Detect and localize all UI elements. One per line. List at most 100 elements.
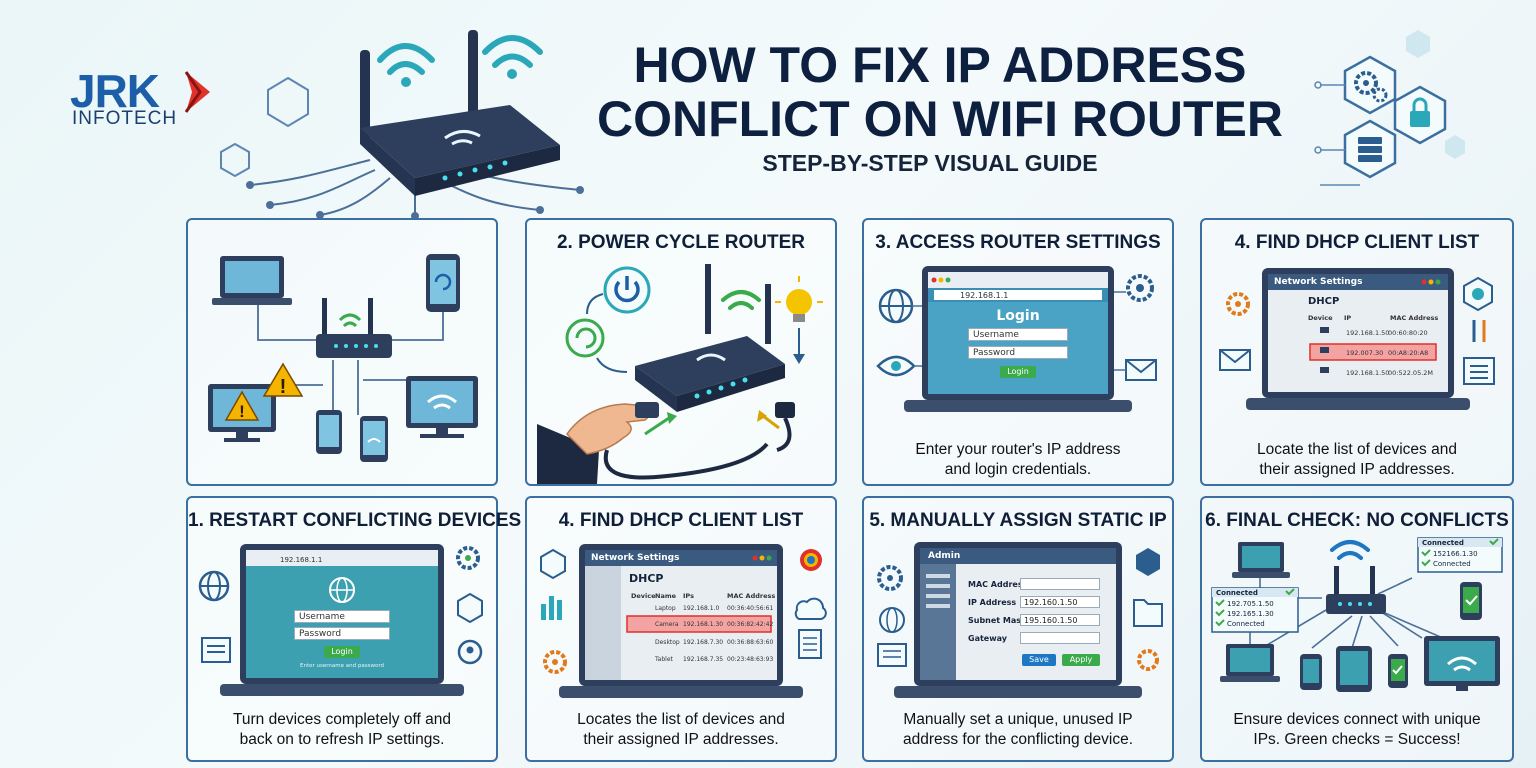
status-card-head: Connected: [1216, 589, 1258, 597]
panel-title: 1. RESTART CONFLICTING DEVICES: [188, 510, 522, 531]
gear-icon: [543, 650, 567, 674]
password-input[interactable]: Password: [294, 627, 390, 640]
hexagon-icon: [220, 142, 250, 178]
power-plug-icon: [775, 402, 795, 452]
panel-title: 4. FIND DHCP CLIENT LIST: [1234, 232, 1480, 253]
table-header: Name: [655, 592, 677, 600]
gateway-input[interactable]: [1020, 632, 1100, 644]
subnet-mask-input[interactable]: 195.160.1.50: [1020, 614, 1100, 626]
brand-chevron-icon: [184, 71, 210, 113]
tablet-icon: [1336, 646, 1372, 692]
hexagon-icon: [540, 548, 566, 580]
status-card-head: Connected: [1422, 539, 1464, 547]
mac-address-input[interactable]: [1020, 578, 1100, 590]
panel-dhcp-list-top: 4. FIND DHCP CLIENT LIST Network Setting…: [1200, 218, 1514, 486]
panel-title: 2. POWER CYCLE ROUTER: [556, 232, 806, 253]
table-cell-ip: 192.168.1.0: [683, 605, 720, 612]
refresh-icon: [565, 318, 605, 358]
apply-button[interactable]: Apply: [1062, 654, 1100, 666]
window-title: Admin: [928, 551, 961, 561]
gear-icon: [456, 546, 480, 570]
hexagon-icon: [1136, 548, 1160, 576]
router-icon: [1326, 566, 1386, 614]
lock-icon: [1410, 97, 1430, 127]
panel-restart-devices: 1. RESTART CONFLICTING DEVICES 192.168.1…: [186, 496, 522, 762]
laptop-icon: [1220, 644, 1280, 682]
panel-final-check: 6. FINAL CHECK: NO CONFLICTS Connected 1…: [1200, 496, 1514, 762]
ip-address-input[interactable]: 192.160.1.50: [1020, 596, 1100, 608]
status-card-status: Connected: [1227, 620, 1265, 628]
panel-dhcp-list-bottom: 4. FIND DHCP CLIENT LIST Network Setting…: [525, 496, 837, 762]
laptop-dhcp-illustration: [540, 544, 827, 698]
browser-icon: [1463, 276, 1493, 312]
login-button[interactable]: Login: [324, 646, 360, 658]
laptop-icon: [1320, 327, 1329, 373]
field-label: IP Address: [968, 598, 1017, 607]
hex-icon-cluster: [1314, 30, 1465, 186]
table-cell-name: Desktop: [655, 639, 680, 646]
wifi-icon: [721, 290, 761, 310]
laptop-dhcp-illustration: [1219, 268, 1495, 410]
panel-static-ip: 5. MANUALLY ASSIGN STATIC IP Admin MAC A…: [862, 496, 1174, 762]
table-cell-name: Laptop: [655, 605, 676, 612]
mail-icon: [1125, 359, 1157, 381]
panel-access-settings: 3. ACCESS ROUTER SETTINGS 192.168.1.1 Lo…: [862, 218, 1174, 486]
phone-icon: [1300, 654, 1322, 690]
brand-name: JRK: [70, 65, 160, 117]
table-cell-ip: 192.168.1.50: [1346, 329, 1390, 337]
table-cell-ip: 192.168.1.50: [1346, 369, 1390, 377]
status-card-status: Connected: [1433, 560, 1471, 568]
gear-icon: [1137, 649, 1159, 671]
username-input[interactable]: Username: [968, 328, 1068, 341]
table-header-mac: MAC Address: [1390, 314, 1439, 322]
login-hint: Enter username and password: [300, 663, 384, 669]
login-button[interactable]: Login: [1000, 366, 1036, 378]
globe-icon: [329, 577, 355, 603]
phone-icon: [360, 416, 388, 462]
cloud-icon: [794, 597, 827, 620]
panel-caption-line1: Locates the list of devices and: [577, 711, 785, 728]
gear-icon: [877, 565, 903, 591]
table-cell-mac: 00:60:80:20: [1388, 329, 1428, 337]
check-icon: [1215, 588, 1295, 627]
power-cycle-illustration: [537, 264, 823, 484]
browser-icon: [800, 549, 822, 571]
password-input[interactable]: Password: [968, 346, 1068, 359]
table-cell-mac: 00:36:40:56:61: [727, 605, 774, 612]
table-cell-ip: 192.168.7.30: [683, 639, 724, 646]
monitor-warning-icon: !: [208, 384, 276, 442]
hexagon-icon: [457, 592, 483, 624]
address-bar[interactable]: 192.168.1.1: [960, 291, 1009, 300]
folder-icon: [1133, 599, 1163, 627]
panel-caption-line1: Manually set a unique, unused IP: [903, 711, 1133, 728]
table-header: Device: [631, 592, 656, 600]
phone-check-icon: [1388, 654, 1408, 688]
lightbulb-icon: [775, 276, 823, 322]
field-label: MAC Address: [968, 580, 1028, 589]
main-router-illustration: [246, 30, 584, 220]
panel-caption-line1: Ensure devices connect with unique: [1233, 711, 1481, 728]
username-input[interactable]: Username: [294, 610, 390, 623]
transfer-arrows-icon: [1472, 320, 1486, 342]
panel-caption-line2: IPs. Green checks = Success!: [1253, 731, 1461, 748]
address-bar[interactable]: 192.168.1.1: [280, 556, 323, 564]
dhcp-section-label: DHCP: [629, 572, 664, 585]
table-header-ip: IP: [1344, 314, 1352, 322]
tv-icon: [1424, 636, 1500, 691]
window-title: Network Settings: [1274, 277, 1363, 287]
phone-icon: [316, 410, 342, 454]
table-cell-mac: 00:36:88:63:60: [727, 639, 774, 646]
save-button[interactable]: Save: [1022, 654, 1056, 666]
device-network-illustration: ! !: [208, 254, 478, 462]
status-card-ip: 192.165.1.30: [1227, 610, 1274, 618]
brand-subname: INFOTECH: [72, 108, 178, 129]
power-icon: [603, 266, 651, 314]
table-header-device: Device: [1308, 314, 1333, 322]
globe-icon: [878, 288, 914, 324]
page-subtitle: STEP-BY-STEP VISUAL GUIDE: [762, 150, 1098, 176]
panel-caption-line1: Enter your router's IP address: [915, 441, 1121, 458]
panel-caption-line2: back on to refresh IP settings.: [239, 731, 445, 748]
list-icon: [201, 637, 231, 663]
status-card-ip: 152166.1.30: [1433, 550, 1478, 558]
server-icon: [1358, 137, 1382, 162]
